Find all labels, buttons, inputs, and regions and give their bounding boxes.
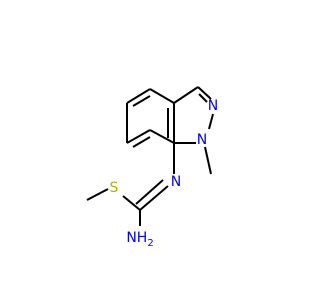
molecule-canvas: N N N S NH2 bbox=[86, 86, 218, 249]
bond-c-s bbox=[122, 195, 141, 211]
bond-n-imine-c-double bbox=[135, 179, 164, 205]
bond-n-imine-c bbox=[139, 185, 169, 211]
bond-n1-methyl bbox=[204, 146, 212, 175]
atom-n-pyrazole-lower: N bbox=[197, 132, 207, 148]
bond-ch-n2 bbox=[197, 86, 212, 100]
bond-c3-c3a bbox=[149, 88, 175, 104]
bond-c6-c5 bbox=[126, 129, 151, 144]
bond-c4-c3-inner bbox=[132, 95, 151, 107]
atom-nh2-main: NH bbox=[126, 230, 147, 246]
bond-ch-n2-double bbox=[198, 93, 208, 103]
bond-c7-c6 bbox=[149, 129, 175, 144]
bond-c6-c5-inner bbox=[132, 136, 151, 148]
atom-nh2-subscript: 2 bbox=[147, 238, 153, 249]
atom-s-thioether: S bbox=[110, 180, 119, 196]
bond-n2-n1 bbox=[208, 113, 214, 130]
molecule-structure: N N N S NH2 bbox=[86, 86, 218, 249]
bond-s-methyl bbox=[86, 188, 109, 201]
bond-c4-c3 bbox=[126, 88, 151, 104]
atom-n-pyrazole-upper: N bbox=[208, 98, 218, 114]
atom-n-imine: N bbox=[171, 174, 181, 190]
atom-nh2: NH2 bbox=[126, 230, 153, 249]
bond-c3a-ch bbox=[173, 86, 199, 104]
